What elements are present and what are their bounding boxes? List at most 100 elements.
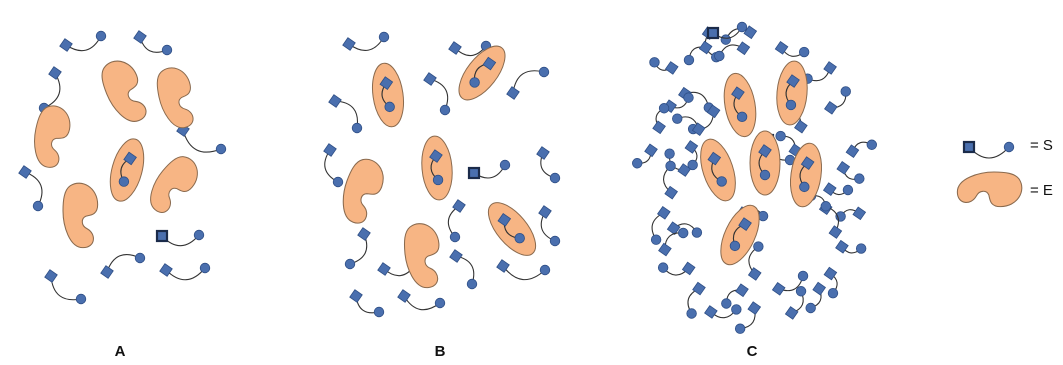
enzyme-substrate-complex [720, 204, 760, 266]
substrate-molecule [678, 86, 714, 113]
substrate-molecule [657, 261, 696, 276]
substrate-square [497, 212, 512, 227]
substrate-circle [753, 241, 764, 252]
substrate-square [423, 72, 437, 86]
substrate-square [758, 144, 772, 158]
substrate-molecule [684, 140, 699, 171]
substrate-molecule [652, 103, 670, 135]
substrate-molecule [672, 113, 706, 137]
enzyme-substrate-complex [458, 45, 506, 101]
substrate-circle [439, 104, 451, 116]
substrate-circle [344, 258, 356, 270]
substrate-molecule [538, 205, 561, 247]
enzyme-substrate-complex [109, 138, 145, 202]
enzyme-substrate-complex [487, 202, 537, 256]
substrate-molecule [429, 149, 444, 186]
enzyme-shape [139, 149, 206, 220]
substrate-square [962, 140, 976, 154]
panel-a-label: A [115, 343, 126, 360]
substrate-link [403, 295, 441, 311]
substrate-molecule [802, 61, 837, 84]
substrate-square [836, 161, 851, 175]
substrate-circle [797, 270, 809, 282]
substrate-square [812, 281, 827, 296]
substrate-square [48, 66, 62, 80]
substrate-square [823, 61, 837, 75]
enzyme-substrate-complex [789, 142, 823, 208]
substrate-square [379, 76, 394, 90]
substrate-molecule [663, 92, 694, 114]
substrate-circle [736, 111, 748, 123]
substrate-square [692, 281, 706, 296]
substrate-square [496, 259, 510, 273]
substrate-molecule [731, 86, 748, 123]
substrate-circle [199, 262, 211, 274]
substrate-circle [729, 240, 741, 252]
substrate-square [155, 229, 169, 243]
substrate-circle [820, 201, 832, 212]
enzyme-body [776, 60, 808, 126]
substrate-circle [716, 176, 727, 187]
substrate-square [506, 86, 520, 100]
substrate-circle [514, 232, 525, 244]
substrate-circle [193, 229, 205, 241]
substrate-molecule [845, 139, 877, 159]
substrate-molecule [658, 227, 689, 257]
enzyme-body [720, 204, 760, 266]
substrate-circle [32, 200, 44, 212]
substrate-square [123, 151, 137, 166]
substrate-circle [466, 278, 478, 290]
substrate-circle [95, 30, 107, 42]
enzyme-molecule [28, 102, 75, 171]
substrate-circle [842, 184, 854, 196]
substrate-circle [854, 173, 865, 184]
substrate-molecule [133, 30, 173, 56]
substrate-molecule [44, 269, 87, 305]
substrate-square [664, 61, 679, 75]
substrate-circle [736, 21, 748, 33]
substrate-molecule [59, 30, 107, 52]
substrate-circle [840, 86, 851, 97]
substrate-square [738, 217, 752, 231]
substrate-molecule [704, 304, 742, 319]
substrate-molecule [805, 281, 827, 314]
substrate-circle [658, 103, 670, 114]
substrate-circle [686, 308, 697, 319]
legend-enzyme-icon [956, 171, 1023, 208]
substrate-molecule [683, 40, 713, 66]
substrate-square [735, 283, 749, 298]
substrate-circle [866, 139, 877, 150]
substrate-molecule [447, 199, 466, 243]
substrate-circle [378, 31, 390, 43]
substrate-square [666, 221, 681, 236]
substrate-molecule [824, 86, 851, 115]
substrate-circle [759, 169, 771, 181]
panel-b-label: B [435, 343, 446, 360]
substrate-molecule [100, 252, 146, 279]
enzyme-substrate-complex [371, 62, 405, 128]
substrate-molecule [38, 66, 62, 114]
substrate-square [684, 140, 699, 154]
substrate-circle [691, 227, 703, 238]
enzyme-substrate-complex [421, 135, 453, 201]
substrate-molecule [632, 143, 658, 169]
enzyme-shape [28, 102, 75, 171]
substrate-circle [672, 113, 683, 124]
substrate-molecule [449, 249, 478, 290]
substrate-circle [161, 44, 173, 56]
substrate-molecule [649, 57, 679, 75]
substrate-circle [650, 234, 662, 245]
enzyme-molecule [956, 171, 1023, 208]
substrate-square [681, 261, 696, 276]
enzyme-shape [401, 221, 444, 290]
substrate-circle [499, 159, 511, 171]
substrate-molecule [328, 94, 363, 134]
enzyme-body [749, 130, 781, 196]
substrate-circle [785, 99, 797, 111]
enzyme-shape [153, 64, 200, 132]
enzyme-shape [95, 54, 154, 129]
substrate-square [323, 143, 337, 157]
substrate-molecule [799, 156, 815, 193]
substrate-circle [799, 181, 810, 193]
